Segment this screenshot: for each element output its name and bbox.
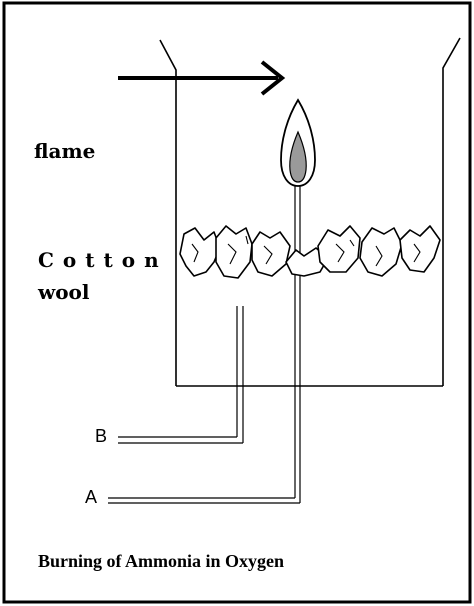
- wool-label: wool: [38, 280, 90, 304]
- cotton-tuft: [359, 227, 403, 277]
- cotton-label: Cotton: [38, 248, 168, 272]
- jar-left-wall: [159, 39, 177, 386]
- cotton-tuft: [215, 225, 253, 279]
- cotton-tuft: [251, 231, 291, 277]
- cotton-tuft: [179, 227, 221, 277]
- oxygen-arrow-head: [260, 60, 286, 96]
- cotton-tuft: [317, 225, 361, 273]
- cotton-wool: [179, 225, 441, 279]
- flame-inner: [289, 130, 307, 183]
- cotton-tuft: [399, 225, 441, 273]
- tube-b-label: B: [95, 426, 108, 446]
- diagram-caption: Burning of Ammonia in Oxygen: [38, 551, 285, 571]
- tube-a-label: A: [85, 487, 98, 507]
- flame-label: flame: [34, 139, 96, 163]
- jar-right-wall: [442, 37, 461, 386]
- cotton-wool-detail: [191, 235, 421, 267]
